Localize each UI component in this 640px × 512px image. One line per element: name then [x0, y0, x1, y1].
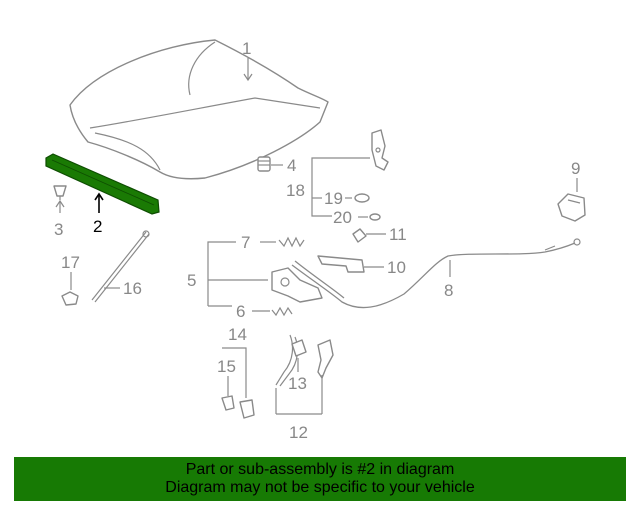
spring-part-7 [278, 236, 305, 248]
release-handle-part-9 [557, 193, 586, 222]
clip-part-15 [221, 395, 235, 411]
callout-11: 11 [389, 225, 407, 244]
callout-4: 4 [287, 156, 296, 175]
lock-part-13 [291, 339, 307, 357]
callout-6: 6 [236, 302, 245, 321]
callout-9: 9 [571, 159, 580, 178]
hood-seal-strip [45, 153, 160, 215]
callout-15: 15 [217, 357, 236, 376]
grommet-part-11 [352, 228, 367, 243]
callout-10: 10 [387, 258, 406, 277]
bracket-part-10 [317, 255, 365, 273]
holder-part-17 [61, 291, 79, 306]
bumper-part-4 [257, 156, 271, 172]
leader-lines [55, 58, 578, 415]
support-rod-part-16 [91, 230, 150, 303]
callout-1: 1 [242, 39, 251, 58]
info-banner: Part or sub-assembly is #2 in diagram Di… [14, 457, 626, 501]
striker-part-12-left [275, 334, 299, 387]
clip-part-14 [239, 399, 255, 419]
callout-16: 16 [123, 279, 142, 298]
callout-14: 14 [228, 325, 247, 344]
washer-part-19 [354, 193, 370, 203]
washer-part-20 [369, 213, 381, 221]
clip-part-3 [53, 185, 67, 200]
parts-diagram: 1 2 3 4 5 6 7 8 9 10 11 12 13 14 15 16 1… [45, 39, 586, 442]
callout-5: 5 [187, 271, 196, 290]
hood-latch-part-5 [271, 267, 323, 303]
highlighted-part-2 [45, 153, 160, 215]
spring-part-6 [271, 306, 293, 317]
release-cable-part-8 [291, 238, 581, 309]
callout-7: 7 [241, 233, 250, 252]
callout-8: 8 [444, 281, 453, 300]
callout-labels: 1 2 3 4 5 6 7 8 9 10 11 12 13 14 15 16 1… [54, 39, 580, 442]
callout-20: 20 [333, 208, 352, 227]
callout-3: 3 [54, 220, 63, 239]
callout-18: 18 [286, 181, 305, 200]
banner-line-2: Diagram may not be specific to your vehi… [165, 479, 475, 496]
callout-2: 2 [93, 217, 102, 236]
hood-panel [69, 39, 329, 180]
callout-13: 13 [288, 374, 307, 393]
callout-17: 17 [61, 253, 80, 272]
hinge-part-18 [371, 129, 389, 171]
banner-line-1: Part or sub-assembly is #2 in diagram [185, 461, 455, 478]
striker-part-12-right [317, 339, 334, 379]
callout-12: 12 [289, 423, 308, 442]
callout-19: 19 [324, 189, 343, 208]
